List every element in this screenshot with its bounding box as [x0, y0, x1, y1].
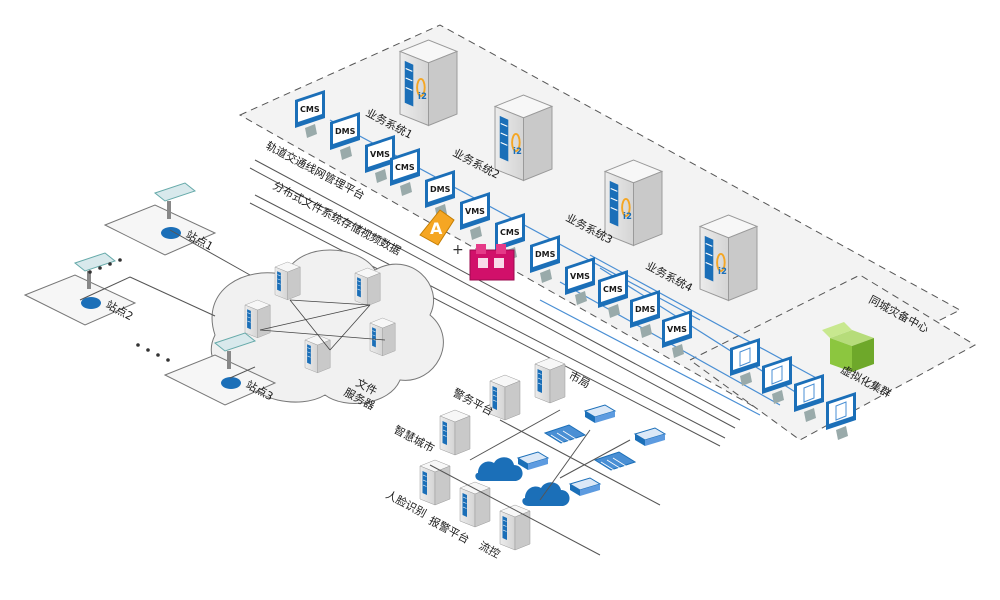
servers-layer: i2 i2 i2 i2 [398, 39, 759, 302]
business-system-4-monitor-cms: CMS [598, 270, 628, 318]
business-system-3-monitor-dms: DMS [530, 235, 560, 283]
business-system-1-monitor-cms: CMS [295, 90, 325, 138]
platform-label-flow-control: 流控 [477, 538, 503, 561]
station-3: 站点3 [163, 332, 277, 406]
platforms-layer [419, 357, 667, 551]
monitors-layer: CMS DMS VMS CMS DMS VMS CMS DMS VMS CMS DMS VMS [295, 90, 856, 440]
business-system-1-monitor-dms: DMS [330, 112, 360, 160]
cloud-icon-1 [475, 457, 523, 481]
business-system-4-monitor-cms-label: CMS [603, 285, 623, 294]
business-system-2-monitor-vms-label: VMS [465, 207, 485, 216]
package-icon [822, 322, 874, 372]
platform-server-3 [439, 409, 471, 456]
cloud-icon-2 [522, 482, 570, 506]
business-server-1: i2 [398, 39, 459, 127]
file-server-3 [244, 299, 271, 339]
virtual-cluster-monitor-4 [826, 392, 856, 440]
server-logo-text: i2 [623, 212, 632, 222]
virtual-cluster-monitor-2 [762, 356, 792, 404]
business-system-3-monitor-vms-label: VMS [570, 272, 590, 281]
station-2: 站点2 [23, 252, 137, 326]
camera-icon [153, 182, 197, 219]
camera-icon [213, 332, 257, 369]
platform-label-city-bureau: 市局 [567, 368, 593, 391]
business-system-2-monitor-dms-label: DMS [430, 185, 451, 194]
business-system-3-monitor-vms: VMS [565, 257, 595, 305]
business-system-2-monitor-cms: CMS [390, 148, 420, 196]
platform-label-smart-city: 智慧城市 [392, 422, 437, 455]
business-system-2-monitor-vms: VMS [460, 192, 490, 240]
virtual-cluster-monitor-1 [730, 338, 760, 386]
switch-icon-3 [516, 451, 550, 470]
switch-icon-2 [633, 427, 667, 446]
business-system-4-monitor-dms-label: DMS [635, 305, 656, 314]
bus-lines [249, 159, 741, 447]
business-system-3-monitor-cms: CMS [495, 213, 525, 261]
server-logo-text: i2 [418, 92, 427, 102]
platform-server-6 [499, 504, 531, 551]
cloud-servers [244, 261, 396, 374]
file-server-1 [274, 261, 301, 301]
switch-icon-1 [583, 404, 617, 423]
business-server-2: i2 [493, 94, 554, 182]
station-links [79, 229, 256, 379]
file-server-2 [354, 267, 381, 307]
platform-server-4 [419, 459, 451, 506]
virtual-cluster-monitor-3 [794, 374, 824, 422]
business-system-3-monitor-cms-label: CMS [500, 228, 520, 237]
business-system-1-monitor-vms-label: VMS [370, 150, 390, 159]
business-server-3: i2 [603, 159, 664, 247]
business-system-1-monitor-cms-label: CMS [300, 105, 320, 114]
plus-icon: + [452, 242, 464, 258]
file-server-5 [304, 334, 331, 374]
firewall-icon-1 [543, 424, 587, 446]
platform-links [429, 409, 661, 556]
platform-server-2 [534, 357, 566, 404]
gateway-a-icon: A [419, 209, 455, 246]
svg-text:A: A [430, 219, 443, 238]
file-server-4 [369, 317, 396, 357]
business-system-4-monitor-vms-label: VMS [667, 325, 687, 334]
business-system-4-monitor-vms: VMS [662, 310, 692, 358]
business-system-1-monitor-vms: VMS [365, 135, 395, 183]
server-logo-text: i2 [718, 267, 727, 277]
server-logo-text: i2 [513, 147, 522, 157]
switch-icon-4 [568, 477, 602, 496]
business-system-4-monitor-dms: DMS [630, 290, 660, 338]
business-system-2-monitor-cms-label: CMS [395, 163, 415, 172]
station-dots [88, 258, 170, 362]
business-server-4: i2 [698, 214, 759, 302]
business-system-1-monitor-dms-label: DMS [335, 127, 356, 136]
platform-server-1 [489, 374, 521, 421]
camera-icon [73, 252, 117, 289]
file-server-mesh [259, 299, 386, 351]
station-1: 站点1 [103, 182, 217, 256]
firewall-icon-2 [593, 451, 637, 473]
gateway-b-icon [469, 244, 515, 281]
business-system-3-monitor-dms-label: DMS [535, 250, 556, 259]
